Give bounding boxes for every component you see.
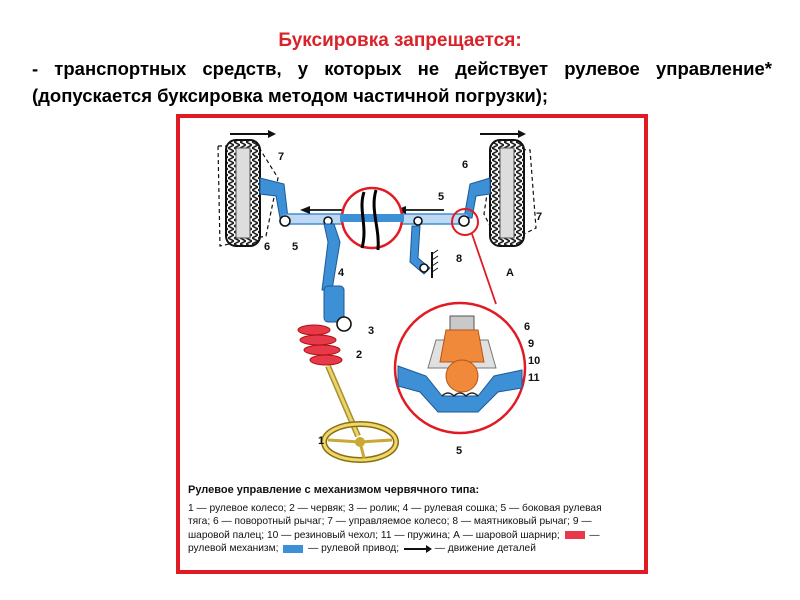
- label-9: 9: [528, 338, 534, 350]
- label-3: 3: [368, 325, 374, 337]
- label-7-left: 7: [278, 151, 284, 163]
- label-2: 2: [356, 349, 362, 361]
- steering-wheel: [321, 421, 399, 463]
- label-5-left: 5: [292, 241, 298, 253]
- pendulum-arm: [409, 225, 439, 278]
- slide-paragraph: - транспортных средств, у которых не дей…: [32, 58, 772, 106]
- label-8: 8: [456, 253, 462, 265]
- ball-joint-detail: [393, 301, 527, 435]
- caption-line-4-motion: — движение деталей: [434, 543, 536, 555]
- motion-arrow-key-icon: [403, 544, 432, 553]
- label-4: 4: [338, 267, 345, 279]
- motion-arrow-left: [230, 130, 276, 138]
- caption-line-3-text: шаровой палец; 10 — резиновый чехол; 11 …: [188, 529, 560, 541]
- label-1: 1: [318, 435, 324, 447]
- drive-swatch: [283, 544, 304, 553]
- caption-line-4-mech: рулевой механизм;: [188, 543, 279, 555]
- callout-line: [451, 208, 497, 305]
- label-7-right: 7: [536, 211, 542, 223]
- mechanism-swatch: [564, 531, 585, 540]
- broken-link-circle: [340, 186, 404, 251]
- pitman-arm: [321, 223, 341, 291]
- slide-title: Буксировка запрещается:: [278, 30, 522, 51]
- worm: [297, 324, 343, 366]
- label-5-right: 5: [438, 191, 444, 203]
- caption-title: Рулевое управление с механизмом червячно…: [188, 484, 480, 496]
- left-wheel: [217, 139, 279, 247]
- label-11: 11: [528, 372, 540, 384]
- label-6-right: 6: [462, 159, 468, 171]
- caption-line-3: шаровой палец; 10 — резиновый чехол; 11 …: [188, 529, 638, 543]
- right-wheel: [483, 139, 537, 247]
- caption-line-1: 1 — рулевое колесо; 2 — червяк; 3 — роли…: [188, 502, 602, 514]
- roller: [323, 285, 352, 332]
- label-A: А: [506, 267, 514, 279]
- diagram-frame: 7 6 5 4 3 2 1 6 5 7 8 А 6 9 10 11 5 Руле…: [176, 114, 648, 574]
- caption-line-4-drive: — рулевой привод;: [308, 543, 400, 555]
- steering-diagram: 7 6 5 4 3 2 1 6 5 7 8 А 6 9 10 11 5: [217, 130, 542, 463]
- caption-line-3-dash: —: [589, 529, 600, 541]
- label-5-detail: 5: [456, 445, 462, 457]
- label-6-detail: 6: [524, 321, 530, 333]
- caption-line-4: рулевой механизм; — рулевой привод; — дв…: [188, 542, 638, 556]
- right-pivot-arm: [463, 177, 491, 219]
- caption-line-2: тяга; 6 — поворотный рычаг; 7 — управляе…: [188, 516, 592, 528]
- motion-arrow-right: [480, 130, 526, 138]
- diagram-caption: Рулевое управление с механизмом червячно…: [188, 484, 638, 556]
- label-10: 10: [528, 355, 540, 367]
- label-6-left: 6: [264, 241, 270, 253]
